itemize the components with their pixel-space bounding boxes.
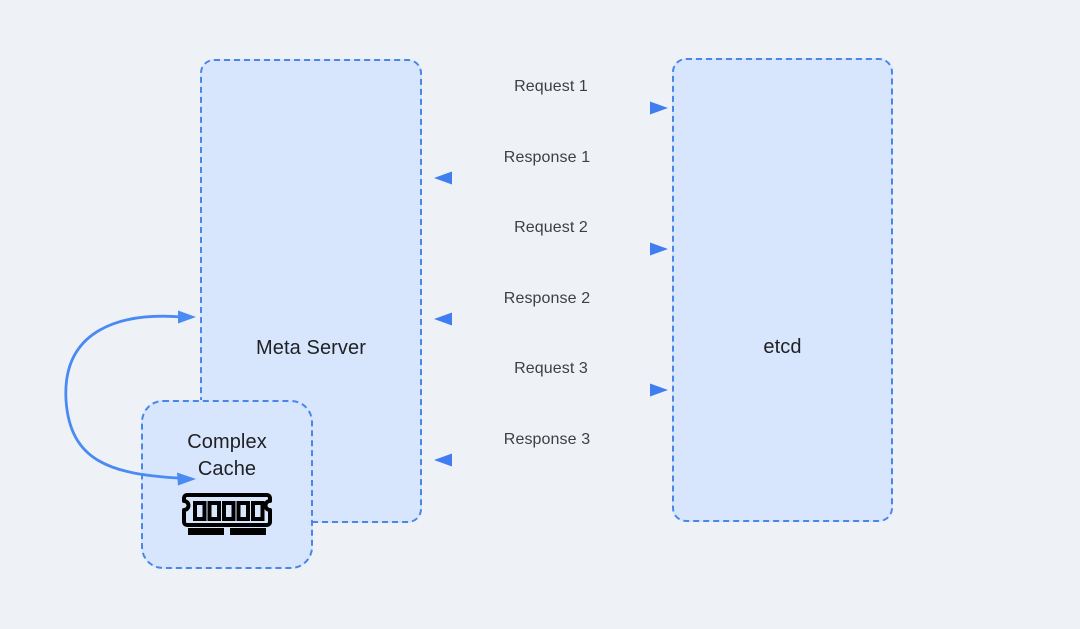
label-response-3: Response 3: [503, 431, 591, 448]
label-request-3: Request 3: [514, 360, 588, 377]
node-complex-cache-label: Complex Cache: [187, 431, 267, 480]
arrow-request-2: [435, 242, 668, 256]
label-request-1: Request 1: [514, 78, 588, 95]
arrow-response-2: [434, 312, 668, 326]
arrow-request-3: [435, 383, 668, 397]
ram-module-icon: [178, 493, 276, 544]
node-etcd[interactable]: etcd: [672, 58, 893, 522]
arrow-response-1: [434, 171, 668, 185]
label-response-1: Response 1: [503, 149, 591, 166]
node-complex-cache[interactable]: Complex Cache: [141, 400, 313, 569]
arrow-response-3: [434, 453, 668, 467]
label-response-2: Response 2: [503, 290, 591, 307]
node-meta-server-label: Meta Server: [255, 337, 367, 359]
node-etcd-label: etcd: [763, 336, 802, 358]
label-request-2: Request 2: [514, 219, 588, 236]
arrow-request-1: [435, 101, 668, 115]
